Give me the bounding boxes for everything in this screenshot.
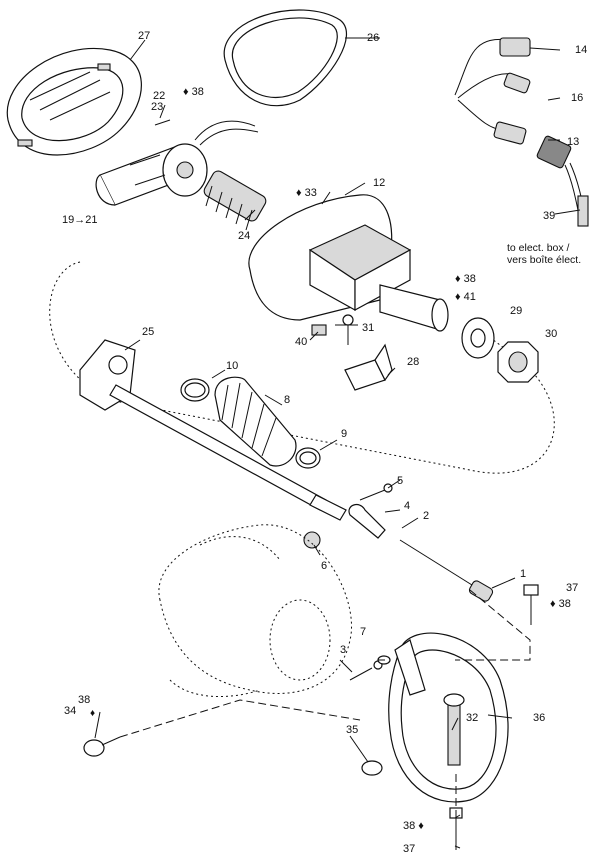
small-screw [342,314,354,345]
callout-19-21: 19→21 [62,214,98,226]
callout-10: 10 [226,360,239,372]
callout-38-upper-bolt: ♦ 38 [550,598,571,610]
callout-3: 3 [340,644,347,656]
callout-14: 14 [575,44,588,56]
hose-clamp-10 [180,378,210,402]
assembly-outline-loop [49,261,555,474]
callout-38-top: ♦ 38 [183,86,204,98]
control-module-housing [248,194,449,332]
bolt-37-upper [523,584,539,625]
actuator-motor [95,120,259,206]
elect-box-note-en: to elect. box / [507,242,570,254]
bolt-34 [83,736,121,757]
pivot-pin [443,693,465,766]
leader-lines [94,37,581,849]
callout-33: ♦ 33 [296,187,317,199]
callout-41: ♦ 41 [455,291,476,303]
callout-38-left: 38 [78,694,91,706]
callout-24: 24 [238,230,251,242]
hose-clamp-9 [295,447,321,469]
callout-12: 12 [373,177,386,189]
lever-arm [348,503,386,539]
callout-31: 31 [362,322,375,334]
callout-27: 27 [138,30,151,42]
callout-40: 40 [295,336,308,348]
callout-8: 8 [284,394,291,406]
callout-1: 1 [520,568,527,580]
rubber-boot [214,376,297,467]
steering-ring [388,632,509,803]
callout-25: 25 [142,326,155,338]
screw-3 [349,660,383,681]
callout-9: 9 [341,428,348,440]
drive-shaft [79,339,347,521]
callout-32: 32 [466,712,479,724]
grommet [361,760,383,776]
callout-35: 35 [346,724,359,736]
linkage-bolt [359,483,393,501]
callout-4: 4 [404,500,411,512]
callout-2: 2 [423,510,430,522]
cable-loop [223,9,347,107]
push-rod [399,539,494,602]
hex-nut [497,341,539,383]
callout-23: 23 [151,101,164,113]
mounting-bracket [344,343,393,391]
callout-5: 5 [397,475,404,487]
return-spring [203,170,267,231]
callout-38-left-drop: ♦ [90,708,96,719]
lens-housing [6,47,142,156]
callout-16: 16 [571,92,584,104]
callout-36: 36 [533,712,546,724]
callout-26: 26 [367,32,380,44]
callout-38-module: ♦ 38 [455,273,476,285]
callout-28: 28 [407,356,420,368]
callout-30: 30 [545,328,558,340]
callout-37-upper: 37 [566,582,579,594]
lock-nut [303,531,321,549]
control-cable [335,37,589,235]
callout-6: 6 [321,560,328,572]
callout-22: 22 [153,90,166,102]
callout-7: 7 [360,626,367,638]
washer [461,317,495,359]
jet-pump-outline [158,524,352,698]
callout-34: 34 [64,705,77,717]
callout-37-lower: 37 [403,843,416,855]
callout-29: 29 [510,305,523,317]
callout-13: 13 [567,136,580,148]
elect-box-note-fr: vers boîte élect. [507,254,582,266]
callout-38-lower: 38 ♦ [403,820,424,832]
callout-39: 39 [543,210,556,222]
bolt-40 [311,324,327,336]
